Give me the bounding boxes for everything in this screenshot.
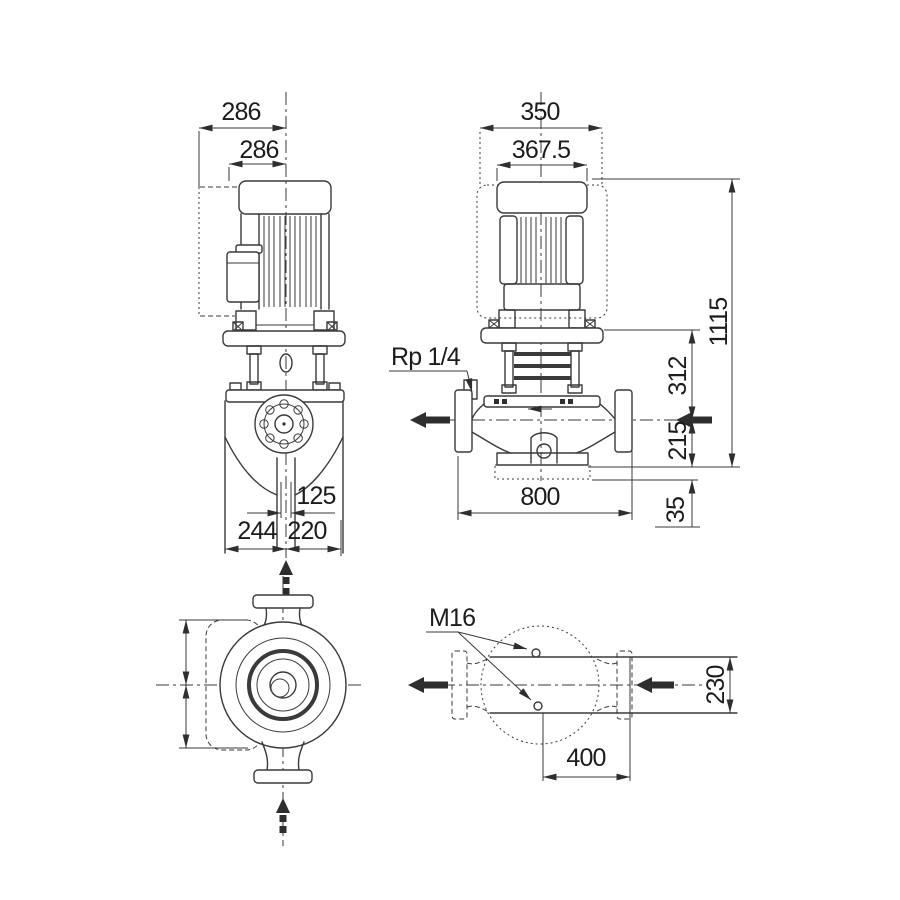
- dim-label-244: 244: [237, 517, 277, 545]
- side-view: Rp 1/4: [389, 92, 740, 528]
- base-plate: [496, 452, 589, 466]
- front-view: 286 286 125 244 220: [198, 92, 346, 595]
- dim-axis-to-base: 215: [588, 420, 740, 468]
- dim-label-215: 215: [664, 421, 692, 460]
- dim-depth-overall: 350: [479, 98, 603, 187]
- volute-front: [224, 400, 344, 554]
- vent-port-label: Rp 1/4: [391, 343, 461, 371]
- discharge-flange: [614, 389, 633, 453]
- motor-fins: [520, 217, 562, 283]
- bottom-flange: [253, 769, 313, 784]
- flow-arrow-up-outlet: [279, 560, 293, 595]
- dim-base-height: 35: [592, 479, 700, 528]
- motor-stool-side: [480, 319, 604, 408]
- suction-flange: [454, 389, 473, 453]
- motor-fins: [263, 216, 317, 307]
- dim-port-span: 800: [457, 434, 633, 520]
- thread-label: M16: [429, 604, 475, 632]
- dim-label-230: 230: [702, 665, 730, 704]
- tapped-hole-m16: [531, 648, 541, 658]
- dim-label-312: 312: [664, 356, 692, 395]
- suction-flange-dashed: [451, 650, 491, 720]
- motor-stool-front: [222, 321, 346, 403]
- pump-head-front: [254, 394, 314, 454]
- motor-side: [496, 181, 588, 329]
- dim-width-motor: 286: [228, 136, 286, 181]
- flow-arrow-left-out: [408, 677, 448, 693]
- dim-label-286-motor: 286: [239, 136, 278, 164]
- motor-foot: [235, 310, 257, 331]
- volute-top-outline: [219, 621, 347, 749]
- dim-label-1115: 1115: [705, 298, 733, 347]
- drain-boss: [530, 432, 558, 464]
- top-flange: [252, 594, 314, 609]
- dim-unlabeled-vertical: [179, 619, 248, 749]
- dim-height-total: 1115: [592, 178, 740, 467]
- dim-244-220: 244 220: [225, 517, 342, 556]
- flow-arrow-up-inlet: [276, 798, 290, 834]
- dim-offset-125: 125: [247, 482, 336, 517]
- vent-port-callout: Rp 1/4: [389, 343, 473, 393]
- dim-label-35: 35: [662, 497, 690, 523]
- dim-label-800: 800: [520, 483, 559, 511]
- dim-label-400: 400: [566, 744, 605, 772]
- dim-label-350: 350: [520, 98, 559, 126]
- tapped-hole-m16: [533, 701, 543, 711]
- dim-label-125: 125: [296, 482, 335, 510]
- base-circle-dashed: [480, 625, 600, 745]
- dim-hole-span: 400: [542, 657, 631, 781]
- motor-foot: [313, 310, 335, 331]
- coupling-window: [279, 353, 293, 373]
- dim-width-overall: 286: [198, 98, 286, 317]
- terminal-box: [226, 251, 260, 303]
- volute-side: [454, 389, 633, 480]
- flow-arrow-left-out: [410, 412, 450, 428]
- top-view: [156, 576, 364, 846]
- thread-callout: M16: [426, 604, 532, 701]
- dim-label-286-overall: 286: [221, 98, 260, 126]
- base-plan-view: M16 400 230: [408, 604, 738, 781]
- dim-flange-to-axis: 312: [604, 329, 700, 420]
- dim-label-367-5: 367.5: [512, 136, 571, 164]
- base-dashed: [494, 464, 591, 480]
- discharge-flange-dashed: [593, 650, 633, 720]
- dim-label-220: 220: [287, 517, 326, 545]
- dim-pipe-width: 230: [702, 657, 734, 713]
- flow-arrow-left-in: [636, 677, 674, 693]
- dim-depth-motor: 367.5: [496, 136, 588, 181]
- motor-front: [226, 180, 335, 331]
